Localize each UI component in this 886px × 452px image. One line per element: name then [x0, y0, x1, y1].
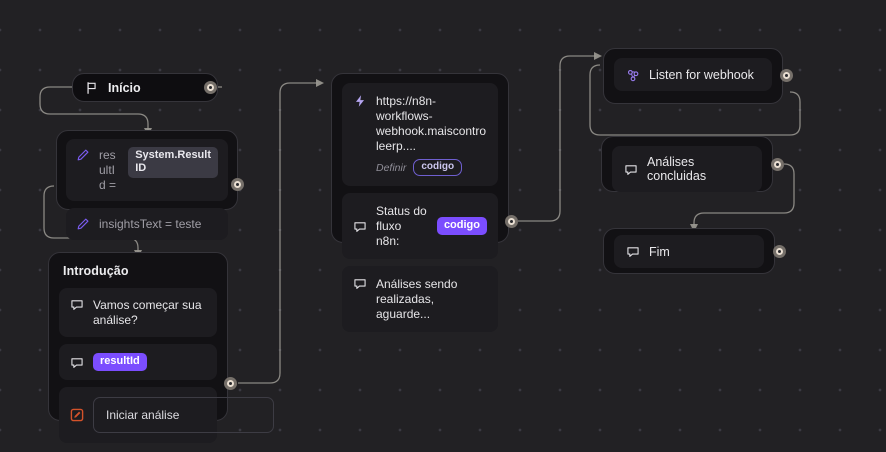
node-n8n-request[interactable]: https://n8n-workflows-webhook.maiscontro… [331, 73, 509, 332]
port-introducao-out[interactable] [224, 377, 237, 390]
port-analises-concluidas-out[interactable] [771, 158, 784, 171]
node-introducao[interactable]: Introdução Vamos começar sua análise? re… [48, 252, 274, 443]
port-listen-webhook-out[interactable] [780, 69, 793, 82]
row-vamos-comecar-label: Vamos começar sua análise? [93, 298, 202, 327]
iniciar-analise-input[interactable] [93, 397, 274, 433]
edge-introducao-to-n8n [238, 82, 318, 384]
row-n8n-url-label: https://n8n-workflows-webhook.maiscontro… [376, 94, 487, 153]
row-resultid-label: resultId = [99, 148, 117, 192]
message-icon [625, 164, 637, 175]
arrow-into-n8n [316, 79, 324, 87]
row-insightstext-label: insightsText = teste [99, 217, 202, 231]
node-analises-concluidas-row[interactable]: Análises concluidas [612, 146, 762, 192]
row-iniciar-analise[interactable] [59, 387, 274, 443]
row-n8n-sub-label: Definir [376, 161, 407, 174]
message-icon [71, 357, 83, 368]
node-listen-webhook-row[interactable]: Listen for webhook [614, 58, 772, 91]
row-n8n-url[interactable]: https://n8n-workflows-webhook.maiscontro… [342, 83, 498, 186]
node-analises-concluidas[interactable]: Análises concluidas [601, 136, 773, 192]
row-vamos-comecar[interactable]: Vamos começar sua análise? [59, 288, 217, 337]
row-resultid[interactable]: resultId = System.Result ID [66, 139, 228, 201]
port-n8n-out[interactable] [505, 215, 518, 228]
message-icon [71, 300, 83, 310]
row-status-fluxo-label: Status do fluxo n8n: [376, 204, 427, 248]
webhook-icon [627, 69, 639, 82]
node-inicio-label: Início [108, 80, 141, 95]
port-fim-out[interactable] [773, 245, 786, 258]
node-variables[interactable]: resultId = System.Result ID insightsText… [56, 130, 238, 240]
port-inicio-out[interactable] [204, 81, 217, 94]
node-fim[interactable]: Fim [603, 228, 775, 274]
row-insightstext[interactable]: insightsText = teste [66, 208, 228, 240]
row-status-fluxo[interactable]: Status do fluxo n8n: codigo [342, 193, 498, 259]
arrow-into-webhook [594, 52, 602, 60]
node-inicio[interactable]: Início [72, 73, 218, 102]
edge-n8n-to-webhook [518, 55, 596, 222]
badge-codigo-solid[interactable]: codigo [436, 217, 487, 235]
node-introducao-title: Introdução [63, 264, 129, 278]
badge-system-result-id[interactable]: System.Result ID [128, 147, 218, 178]
node-listen-webhook[interactable]: Listen for webhook [603, 48, 783, 104]
row-resultid-chip[interactable]: resultId [59, 344, 217, 380]
badge-codigo-outline[interactable]: codigo [413, 159, 463, 176]
pencil-icon [77, 218, 89, 230]
message-icon [354, 221, 366, 232]
pencil-icon [77, 149, 89, 161]
row-analises-aguarde[interactable]: Análises sendo realizadas, aguarde... [342, 266, 498, 332]
input-edit-icon [70, 408, 84, 422]
node-listen-webhook-label: Listen for webhook [649, 67, 754, 82]
row-n8n-sub: Definir codigo [376, 159, 487, 176]
bolt-icon [355, 95, 365, 107]
message-icon [354, 279, 366, 289]
node-analises-concluidas-label: Análises concluidas [647, 155, 707, 183]
node-fim-label: Fim [649, 244, 670, 259]
badge-resultid[interactable]: resultId [93, 353, 147, 371]
node-inicio-row: Início [73, 74, 217, 101]
message-icon [627, 247, 639, 257]
row-analises-aguarde-label: Análises sendo realizadas, aguarde... [376, 277, 458, 321]
port-variables-out[interactable] [231, 178, 244, 191]
flag-icon [87, 82, 96, 94]
node-fim-row[interactable]: Fim [614, 235, 764, 268]
